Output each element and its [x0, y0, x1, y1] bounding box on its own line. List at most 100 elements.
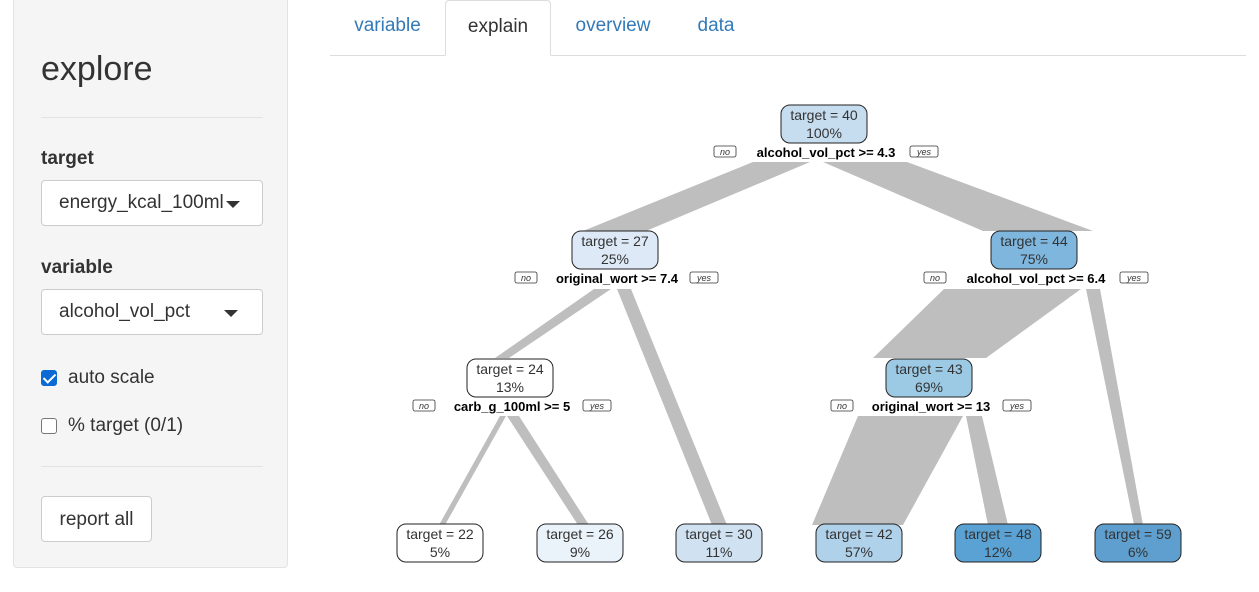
divider: [41, 466, 263, 467]
split-yes-label-text: yes: [1009, 401, 1025, 411]
auto-scale-label: auto scale: [68, 367, 155, 388]
auto-scale-checkbox-row[interactable]: auto scale: [41, 367, 155, 389]
split-rule-label: original_wort >= 7.4: [556, 271, 679, 286]
tree-node-percent-label: 100%: [806, 125, 842, 141]
tree-node-box: [954, 523, 1042, 563]
pct-target-label: % target (0/1): [68, 415, 184, 436]
tree-node-box: [1094, 523, 1182, 563]
tree-node: target = 22 5%: [396, 523, 484, 563]
tree-node: target = 42 57%: [815, 523, 903, 563]
tree-node-box: [990, 230, 1078, 270]
tree-node-target-label: target = 59: [1104, 526, 1172, 542]
pct-target-checkbox[interactable]: [41, 418, 57, 434]
split-rule-label: carb_g_100ml >= 5: [454, 399, 570, 414]
tree-branch: [823, 162, 1093, 231]
tree-branch: [617, 289, 727, 525]
tree-node-target-label: target = 22: [406, 526, 474, 542]
tree-node-target-label: target = 40: [790, 107, 858, 123]
tab-overview[interactable]: overview: [575, 15, 651, 36]
tree-node-percent-label: 25%: [601, 251, 629, 267]
split-yes-label-text: yes: [916, 147, 932, 157]
tree-node-target-label: target = 44: [1000, 233, 1068, 249]
tree-branch: [966, 416, 1008, 525]
tree-node-target-label: target = 43: [895, 361, 963, 377]
tree-branch: [1086, 289, 1143, 525]
tree-node-target-label: target = 48: [964, 526, 1032, 542]
tree-node-box: [396, 523, 484, 563]
tree-node-box: [571, 230, 659, 270]
tab-data[interactable]: data: [697, 15, 735, 36]
split-no-label-text: no: [720, 147, 730, 157]
split-yes-label-text: yes: [1126, 273, 1142, 283]
variable-select-value: alcohol_vol_pct: [59, 301, 190, 322]
tree-node-percent-label: 12%: [984, 544, 1012, 560]
split-no-label-text: no: [930, 273, 940, 283]
tree-node: target = 26 9%: [536, 523, 624, 563]
split-rule-label: alcohol_vol_pct >= 4.3: [757, 145, 896, 160]
tree-node-percent-label: 13%: [496, 379, 524, 395]
divider: [41, 117, 263, 118]
tree-node-box: [780, 104, 868, 144]
tree-node-percent-label: 5%: [430, 544, 450, 560]
tree-branch: [507, 416, 589, 525]
tree-node-percent-label: 75%: [1020, 251, 1048, 267]
tree-node-target-label: target = 26: [546, 526, 614, 542]
split-no-label-text: no: [837, 401, 847, 411]
tree-node-box: [536, 523, 624, 563]
split-rule-label: alcohol_vol_pct >= 6.4: [967, 271, 1106, 286]
tree-node-percent-label: 57%: [845, 544, 873, 560]
split-no-label-box: [514, 271, 538, 284]
tree-node-target-label: target = 27: [581, 233, 649, 249]
tree-branch: [583, 162, 810, 231]
split-yes-label-box: [1119, 271, 1149, 284]
split-yes-label-text: yes: [696, 273, 712, 283]
split-yes-label-text: yes: [589, 401, 605, 411]
target-select-value: energy_kcal_100ml: [59, 192, 224, 213]
tree-branch: [495, 289, 611, 358]
tree-node-percent-label: 9%: [570, 544, 590, 560]
tree-node-box: [885, 358, 973, 398]
target-label: target: [41, 148, 94, 169]
split-no-label-box: [412, 399, 436, 412]
variable-select[interactable]: alcohol_vol_pct: [41, 289, 263, 335]
sidebar-panel: explore target energy_kcal_100ml variabl…: [13, 0, 288, 568]
tree-node: target = 43 69% no original_wort >= 13 yes: [830, 358, 1032, 414]
tree-node-percent-label: 11%: [706, 544, 733, 560]
tree-branch: [812, 416, 963, 525]
tree-branch: [439, 416, 506, 525]
target-select[interactable]: energy_kcal_100ml: [41, 180, 263, 226]
tree-node: target = 27 25% no original_wort >= 7.4 yes: [514, 230, 719, 286]
split-yes-label-box: [582, 399, 612, 412]
variable-label: variable: [41, 257, 113, 278]
split-yes-label-box: [909, 145, 939, 158]
app-title: explore: [41, 50, 153, 88]
split-no-label-box: [923, 271, 947, 284]
tree-node-percent-label: 69%: [915, 379, 943, 395]
tree-nodes: target = 40 100% no alcohol_vol_pct >= 4.3 y…: [396, 104, 1182, 563]
split-no-label-box: [830, 399, 854, 412]
tree-node: target = 48 12%: [954, 523, 1042, 563]
tab-bar: variable explain overview data: [330, 0, 1246, 56]
tab-variable[interactable]: variable: [354, 15, 421, 36]
split-rule-label: original_wort >= 13: [872, 399, 991, 414]
tree-node-target-label: target = 30: [685, 526, 753, 542]
tree-node: target = 40 100% no alcohol_vol_pct >= 4.3 y…: [713, 104, 939, 160]
tree-node-percent-label: 6%: [1128, 544, 1148, 560]
caret-down-icon: [224, 310, 238, 317]
tree-node: target = 44 75% no alcohol_vol_pct >= 6.4 ye…: [923, 230, 1149, 286]
tree-node-target-label: target = 24: [476, 361, 544, 377]
split-no-label-box: [713, 145, 737, 158]
tree-node-box: [815, 523, 903, 563]
tree-node: target = 24 13% no carb_g_100ml >= 5 yes: [412, 358, 612, 414]
tree-node-box: [675, 523, 763, 563]
tree-node: target = 59 6%: [1094, 523, 1182, 563]
tree-node-target-label: target = 42: [825, 526, 893, 542]
split-no-label-text: no: [521, 273, 531, 283]
auto-scale-checkbox[interactable]: [41, 370, 57, 386]
split-no-label-text: no: [419, 401, 429, 411]
caret-down-icon: [226, 201, 240, 208]
report-all-button[interactable]: report all: [41, 496, 152, 542]
tab-explain[interactable]: explain: [445, 0, 551, 56]
pct-target-checkbox-row[interactable]: % target (0/1): [41, 415, 183, 437]
tree-branches: [439, 162, 1143, 525]
